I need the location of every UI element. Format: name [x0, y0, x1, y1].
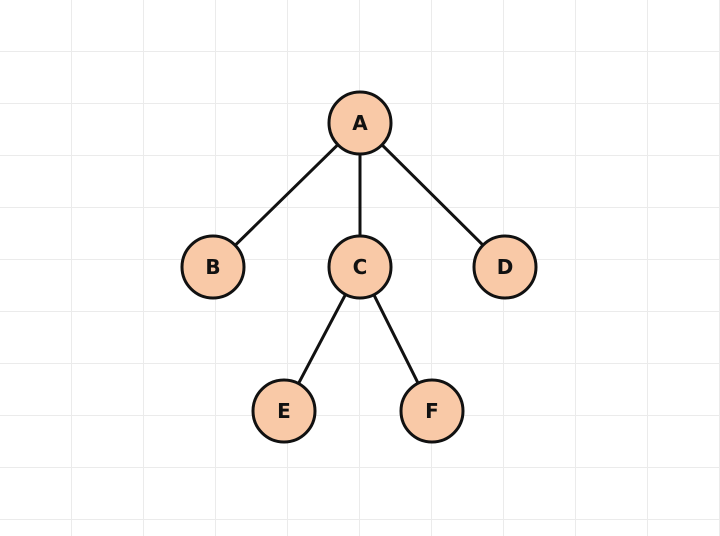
node-circle: [327, 90, 393, 156]
node-A: A: [327, 90, 393, 156]
node-E: E: [251, 378, 317, 444]
node-label: B: [205, 255, 220, 279]
node-label: D: [497, 255, 514, 279]
node-circle: [399, 378, 465, 444]
node-F: F: [399, 378, 465, 444]
node-label: C: [353, 255, 368, 279]
node-C: C: [327, 234, 393, 300]
node-circle: [472, 234, 538, 300]
node-circle: [180, 234, 246, 300]
node-circle: [327, 234, 393, 300]
node-label: E: [277, 399, 291, 423]
edge-A-B: [211, 121, 362, 269]
node-label: F: [425, 399, 439, 423]
node-circle: [251, 378, 317, 444]
node-label: A: [352, 111, 368, 135]
edge-A-D: [358, 121, 507, 269]
node-D: D: [472, 234, 538, 300]
node-B: B: [180, 234, 246, 300]
